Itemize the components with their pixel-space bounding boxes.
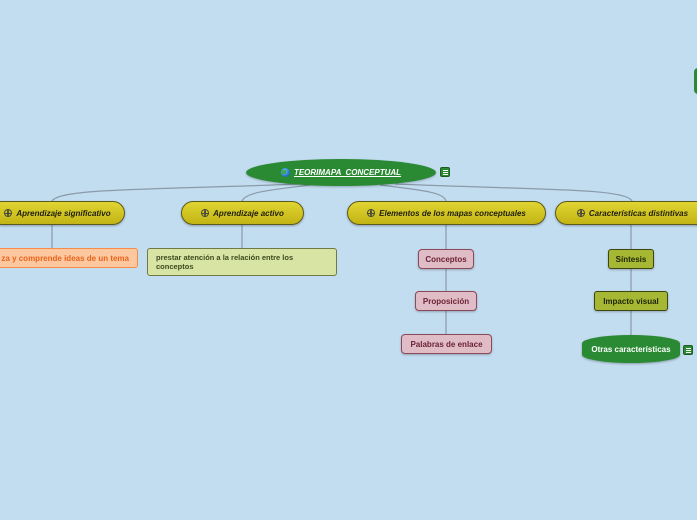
branch-label: Aprendizaje significativo <box>16 208 111 218</box>
edge-root-elementos <box>379 184 447 202</box>
leaf-label: Impacto visual <box>603 296 659 306</box>
globe-icon <box>4 209 13 217</box>
note-icon[interactable] <box>683 345 693 355</box>
leaf-sintesis[interactable]: Síntesis <box>608 249 654 269</box>
leaf-otras-caracteristicas[interactable]: Otras características <box>582 335 680 363</box>
edge-root-activo <box>241 184 311 202</box>
branch-caracteristicas[interactable]: Características distintivas <box>555 201 697 225</box>
leaf-activo[interactable]: prestar atención a la relación entre los… <box>147 248 337 276</box>
branch-aprendizaje-significativo[interactable]: Aprendizaje significativo <box>0 201 125 225</box>
branch-label: Elementos de los mapas conceptuales <box>379 208 526 218</box>
leaf-palabras-enlace[interactable]: Palabras de enlace <box>401 334 492 354</box>
root-label: TEORIMAPA CONCEPTUAL <box>293 168 402 177</box>
leaf-significativo[interactable]: za y comprende ideas de un tema <box>0 248 138 268</box>
globe-icon <box>201 209 210 217</box>
branch-label: Aprendizaje activo <box>213 208 284 218</box>
branch-aprendizaje-activo[interactable]: Aprendizaje activo <box>181 201 304 225</box>
leaf-impacto-visual[interactable]: Impacto visual <box>594 291 668 311</box>
globe-icon <box>576 209 585 217</box>
leaf-proposicion[interactable]: Proposición <box>415 291 477 311</box>
leaf-label: Síntesis <box>615 254 647 264</box>
globe-icon <box>367 209 376 217</box>
leaf-label: Otras características <box>591 344 671 354</box>
branch-elementos[interactable]: Elementos de los mapas conceptuales <box>347 201 546 225</box>
branch-label: Características distintivas <box>588 208 689 218</box>
root-node[interactable]: TEORIMAPA CONCEPTUAL <box>246 159 436 186</box>
note-icon[interactable] <box>440 167 450 177</box>
leaf-label: Palabras de enlace <box>410 339 483 349</box>
leaf-conceptos[interactable]: Conceptos <box>418 249 474 269</box>
leaf-label: za y comprende ideas de un tema <box>1 253 129 263</box>
edge-root-significativo <box>51 183 301 202</box>
globe-icon <box>280 168 290 177</box>
leaf-label: Proposición <box>422 296 470 306</box>
leaf-label: Conceptos <box>425 254 467 264</box>
edge-root-caracteristicas <box>394 183 633 202</box>
leaf-label: prestar atención a la relación entre los… <box>156 253 294 271</box>
offscreen-node-edge[interactable] <box>694 68 697 94</box>
